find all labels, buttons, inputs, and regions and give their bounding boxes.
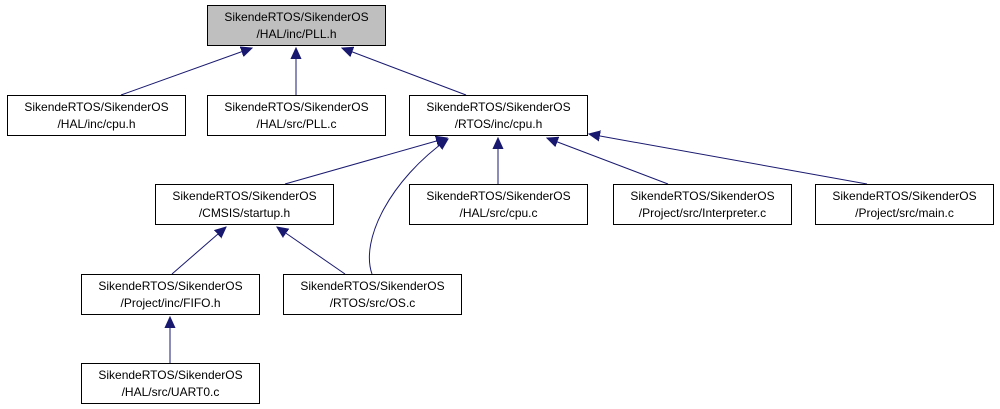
node-fifo-h[interactable]: SikendeRTOS/SikenderOS /Project/inc/FIFO… (81, 274, 260, 315)
node-hal-cpu-h-line1: SikendeRTOS/SikenderOS (24, 99, 169, 114)
edge-interp-c-to-rtos-cpu-h (547, 138, 669, 185)
node-hal-cpu-c-line2: /HAL/src/cpu.c (459, 205, 538, 220)
node-hal-pll-c[interactable]: SikendeRTOS/SikenderOS /HAL/src/PLL.c (207, 95, 386, 136)
edge-startup-h-to-rtos-cpu-h (284, 138, 447, 185)
edge-fifo-h-to-startup-h (171, 227, 226, 275)
node-rtos-cpu-h-line1: SikendeRTOS/SikenderOS (426, 99, 571, 114)
node-pll-h: SikendeRTOS/SikenderOS /HAL/inc/PLL.h (207, 5, 386, 46)
node-interpreter-c-line2: /Project/src/Interpreter.c (638, 205, 767, 220)
node-rtos-cpu-h-line2: /RTOS/inc/cpu.h (454, 116, 543, 131)
node-startup-h-line2: /CMSIS/startup.h (198, 205, 291, 220)
node-hal-pll-c-line1: SikendeRTOS/SikenderOS (224, 99, 369, 114)
node-rtos-cpu-h[interactable]: SikendeRTOS/SikenderOS /RTOS/inc/cpu.h (409, 95, 588, 136)
node-main-c-line2: /Project/src/main.c (855, 205, 954, 220)
node-fifo-h-line1: SikendeRTOS/SikenderOS (98, 278, 243, 293)
node-os-c-line1: SikendeRTOS/SikenderOS (300, 278, 445, 293)
node-startup-h-line1: SikendeRTOS/SikenderOS (172, 188, 317, 203)
node-hal-cpu-c-line1: SikendeRTOS/SikenderOS (426, 188, 571, 203)
node-hal-pll-c-line2: /HAL/src/PLL.c (256, 116, 337, 131)
node-uart0-c-line2: /HAL/src/UART0.c (121, 384, 220, 399)
node-hal-cpu-h-line2: /HAL/inc/cpu.h (57, 116, 136, 131)
node-pll-h-line1: SikendeRTOS/SikenderOS (224, 9, 369, 24)
edge-main-c-to-rtos-cpu-h (589, 134, 868, 185)
edge-os-c-to-startup-h (277, 227, 346, 275)
node-fifo-h-line2: /Project/inc/FIFO.h (120, 295, 221, 310)
node-main-c[interactable]: SikendeRTOS/SikenderOS /Project/src/main… (815, 184, 994, 225)
edge-hal-cpu-h-to-pll-h (120, 48, 252, 96)
node-pll-h-line2: /HAL/inc/PLL.h (256, 26, 337, 41)
node-uart0-c-line1: SikendeRTOS/SikenderOS (98, 367, 243, 382)
node-uart0-c[interactable]: SikendeRTOS/SikenderOS /HAL/src/UART0.c (81, 363, 260, 404)
node-os-c-line2: /RTOS/src/OS.c (329, 295, 416, 310)
node-hal-cpu-h[interactable]: SikendeRTOS/SikenderOS /HAL/inc/cpu.h (7, 95, 186, 136)
node-main-c-line1: SikendeRTOS/SikenderOS (832, 188, 977, 203)
node-os-c[interactable]: SikendeRTOS/SikenderOS /RTOS/src/OS.c (283, 274, 462, 315)
node-interpreter-c[interactable]: SikendeRTOS/SikenderOS /Project/src/Inte… (613, 184, 792, 225)
edge-os-c-to-rtos-cpu-h (368, 139, 448, 275)
edge-rtos-cpu-h-to-pll-h (342, 48, 467, 96)
node-startup-h[interactable]: SikendeRTOS/SikenderOS /CMSIS/startup.h (155, 184, 334, 225)
node-hal-cpu-c[interactable]: SikendeRTOS/SikenderOS /HAL/src/cpu.c (409, 184, 588, 225)
node-interpreter-c-line1: SikendeRTOS/SikenderOS (630, 188, 775, 203)
